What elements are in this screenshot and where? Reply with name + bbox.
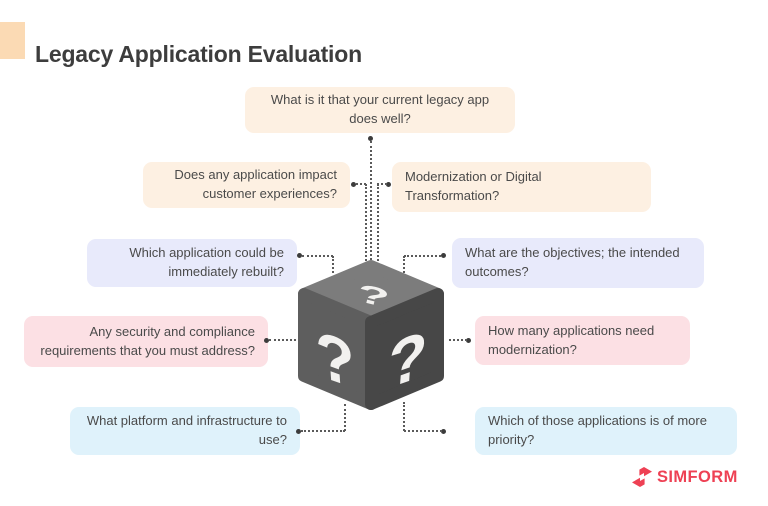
connector-dot-upper-left — [351, 182, 356, 187]
question-box-lower-left: Any security and compliance requirements… — [24, 316, 268, 367]
question-text: Which of those applications is of more p… — [488, 413, 707, 447]
connector-line-lower-left — [269, 339, 312, 341]
connector-dot-top — [368, 136, 373, 141]
question-text: Modernization or Digital Transformation? — [405, 169, 542, 203]
connector-dot-lower-left — [264, 338, 269, 343]
question-box-bottom-right: Which of those applications is of more p… — [475, 407, 737, 455]
connector-line-mid-left-v — [332, 256, 334, 273]
connector-line-upper-left-h — [356, 183, 366, 185]
cube-right-question-mark: ? — [386, 317, 430, 404]
question-text: How many applications need modernization… — [488, 322, 655, 357]
question-text: Does any application impact customer exp… — [174, 167, 337, 201]
connector-dot-bottom-right — [441, 429, 446, 434]
question-box-bottom-left: What platform and infrastructure to use? — [70, 407, 300, 455]
connector-line-upper-left-v — [365, 184, 367, 268]
question-text: What are the objectives; the intended ou… — [465, 245, 680, 279]
title-accent-square — [0, 22, 25, 59]
question-box-lower-right: How many applications need modernization… — [475, 316, 690, 365]
simform-logo: SIMFORM — [631, 466, 738, 488]
question-text: What platform and infrastructure to use? — [86, 413, 287, 447]
question-box-mid-left: Which application could be immediately r… — [87, 239, 297, 287]
cube-left-question-mark: ? — [314, 317, 358, 404]
connector-dot-bottom-left — [296, 429, 301, 434]
simform-logo-icon — [632, 467, 652, 487]
question-box-top-center: What is it that your current legacy app … — [245, 87, 515, 133]
simform-logo-wordmark: SIMFORM — [657, 467, 738, 486]
connector-line-bottom-right-h — [404, 430, 442, 432]
question-box-mid-right: What are the objectives; the intended ou… — [452, 238, 704, 288]
connector-line-bottom-left-v — [344, 404, 346, 431]
connector-line-bottom-right-v — [403, 402, 405, 431]
question-text: What is it that your current legacy app … — [270, 92, 490, 126]
question-box-upper-left: Does any application impact customer exp… — [143, 162, 350, 208]
connector-dot-mid-left — [297, 253, 302, 258]
connector-line-lower-right — [449, 339, 467, 341]
connector-line-upper-right-h — [377, 183, 387, 185]
connector-line-mid-left-h — [302, 255, 333, 257]
connector-line-mid-right-h — [404, 255, 441, 257]
question-box-upper-right: Modernization or Digital Transformation? — [392, 162, 651, 212]
connector-dot-upper-right — [386, 182, 391, 187]
connector-dot-mid-right — [441, 253, 446, 258]
connector-line-upper-right-v — [377, 184, 379, 268]
connector-dot-lower-right — [466, 338, 471, 343]
question-text: Which application could be immediately r… — [129, 245, 284, 279]
page-title: Legacy Application Evaluation — [35, 41, 362, 68]
connector-line-mid-right-v — [403, 256, 405, 273]
connector-line-top — [370, 141, 372, 268]
connector-line-bottom-left-h — [301, 430, 345, 432]
question-cube: ? ? ? — [298, 260, 444, 410]
question-text: Any security and compliance requirements… — [40, 323, 255, 358]
